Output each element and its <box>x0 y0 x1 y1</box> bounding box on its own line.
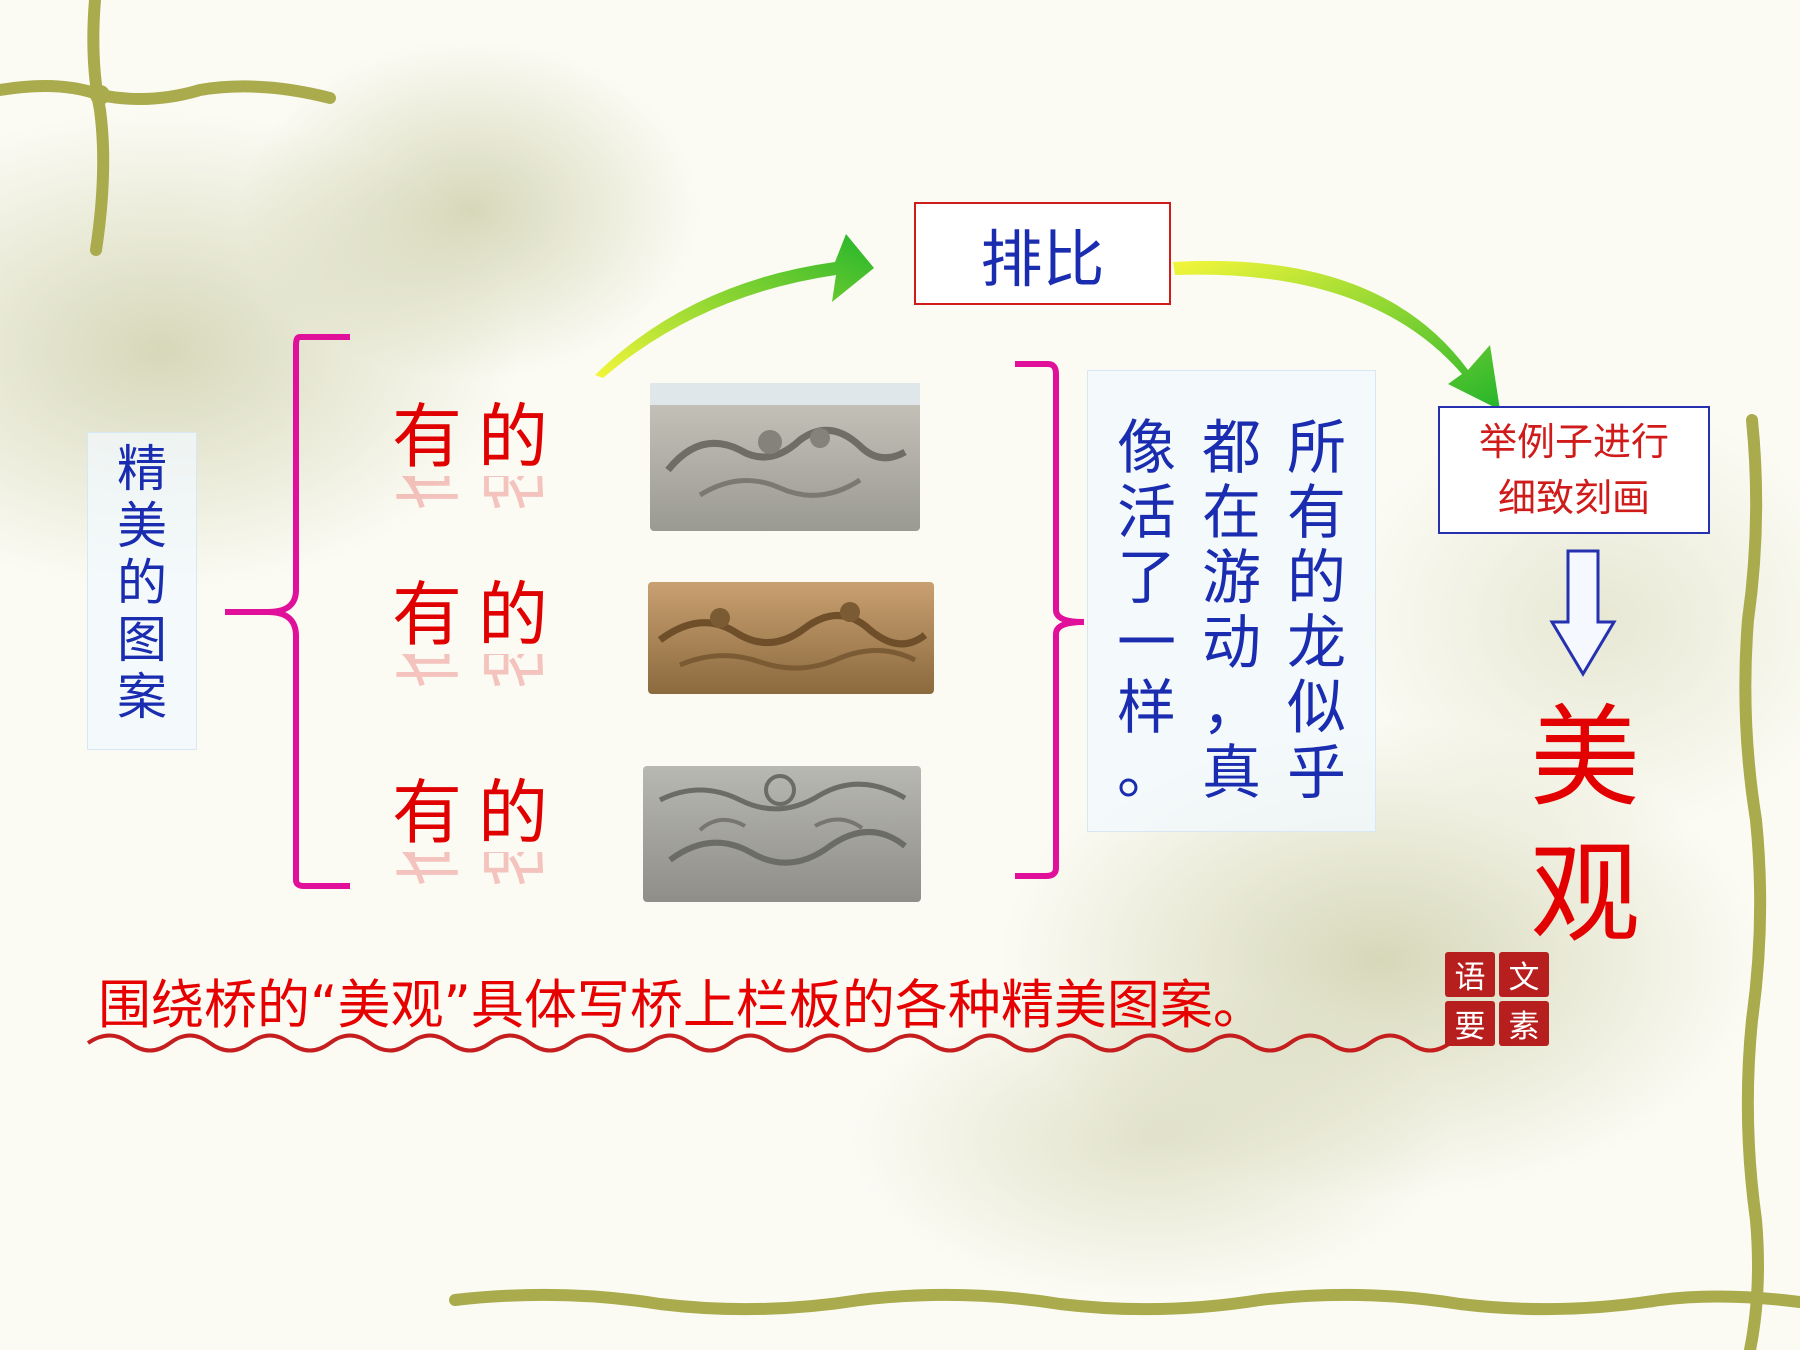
curved-arrow <box>1173 260 1500 410</box>
pattern-label-reflection-2: 有的 <box>392 654 564 686</box>
topic-char: 精 <box>117 440 167 498</box>
quote-box: 所有的龙似乎都在游动，真像活了一样。 <box>1087 370 1376 832</box>
quote-char: 的 <box>1286 543 1346 612</box>
quote-char: 所 <box>1286 413 1346 482</box>
quote-column: 所有的龙似乎 <box>1281 415 1353 805</box>
quote-char: 样 <box>1116 673 1176 742</box>
result-char: 美 <box>1530 694 1640 822</box>
topic-char: 案 <box>117 668 167 726</box>
quote-char: 游 <box>1201 543 1261 612</box>
topic-char: 美 <box>117 497 167 555</box>
result-label: 美观 <box>1530 690 1640 962</box>
quote-column: 都在游动，真 <box>1196 415 1268 805</box>
result-char: 观 <box>1530 830 1640 958</box>
topic-char: 的 <box>117 554 167 612</box>
quote-char: 像 <box>1116 413 1176 482</box>
dragon-carving-image <box>648 582 934 694</box>
seal-char: 要 <box>1445 1001 1495 1046</box>
pattern-label-1: 有的 <box>392 396 564 478</box>
curved-arrow <box>595 234 874 378</box>
seal-stamp: 语 文 要 素 <box>1443 950 1551 1046</box>
quote-char: 了 <box>1116 543 1176 612</box>
quote-char: 活 <box>1116 478 1176 547</box>
quote-char: 龙 <box>1286 608 1346 677</box>
quote-char: 乎 <box>1286 738 1346 807</box>
dragon-carving-image <box>650 383 920 531</box>
seal-char: 语 <box>1445 952 1495 997</box>
quote-char: 真 <box>1201 738 1261 807</box>
bamboo-border-bottom <box>449 1288 1800 1316</box>
method-line-1: 举例子进行 <box>1478 420 1669 464</box>
quote-char: 似 <box>1286 673 1346 742</box>
method-box: 举例子进行 细致刻画 <box>1438 406 1710 534</box>
dragon-carving-image <box>643 766 921 902</box>
quote-char: 在 <box>1201 478 1261 547</box>
pattern-label-2: 有的 <box>392 574 564 656</box>
topic-char: 图 <box>117 611 167 669</box>
bamboo-border-right <box>1739 414 1767 1350</box>
topic-box: 精美的图案 <box>87 432 197 750</box>
wave-underline <box>86 1033 1452 1053</box>
pattern-label-reflection-3: 有的 <box>392 852 564 884</box>
down-arrow <box>1549 549 1617 677</box>
quote-char: 一 <box>1116 608 1176 677</box>
pattern-label-3: 有的 <box>392 772 564 854</box>
pattern-label-reflection-1: 有的 <box>392 476 564 508</box>
technique-box: 排比 <box>914 202 1171 305</box>
brace-left <box>225 334 350 889</box>
brace-right <box>1015 361 1085 879</box>
summary-sentence: 围绕桥的“美观”具体写桥上栏板的各种精美图案。 <box>98 975 1266 1036</box>
technique-label: 排比 <box>980 222 1105 296</box>
bamboo-border-top-left <box>0 0 336 256</box>
method-line-2: 细致刻画 <box>1497 476 1650 520</box>
quote-char: 有 <box>1286 478 1346 547</box>
seal-char: 素 <box>1499 1001 1549 1046</box>
quote-column: 像活了一样。 <box>1111 415 1183 805</box>
quote-char: ， <box>1201 673 1261 742</box>
quote-char: 。 <box>1116 738 1176 807</box>
quote-char: 动 <box>1201 608 1261 677</box>
seal-char: 文 <box>1499 952 1549 997</box>
quote-char: 都 <box>1201 413 1261 482</box>
